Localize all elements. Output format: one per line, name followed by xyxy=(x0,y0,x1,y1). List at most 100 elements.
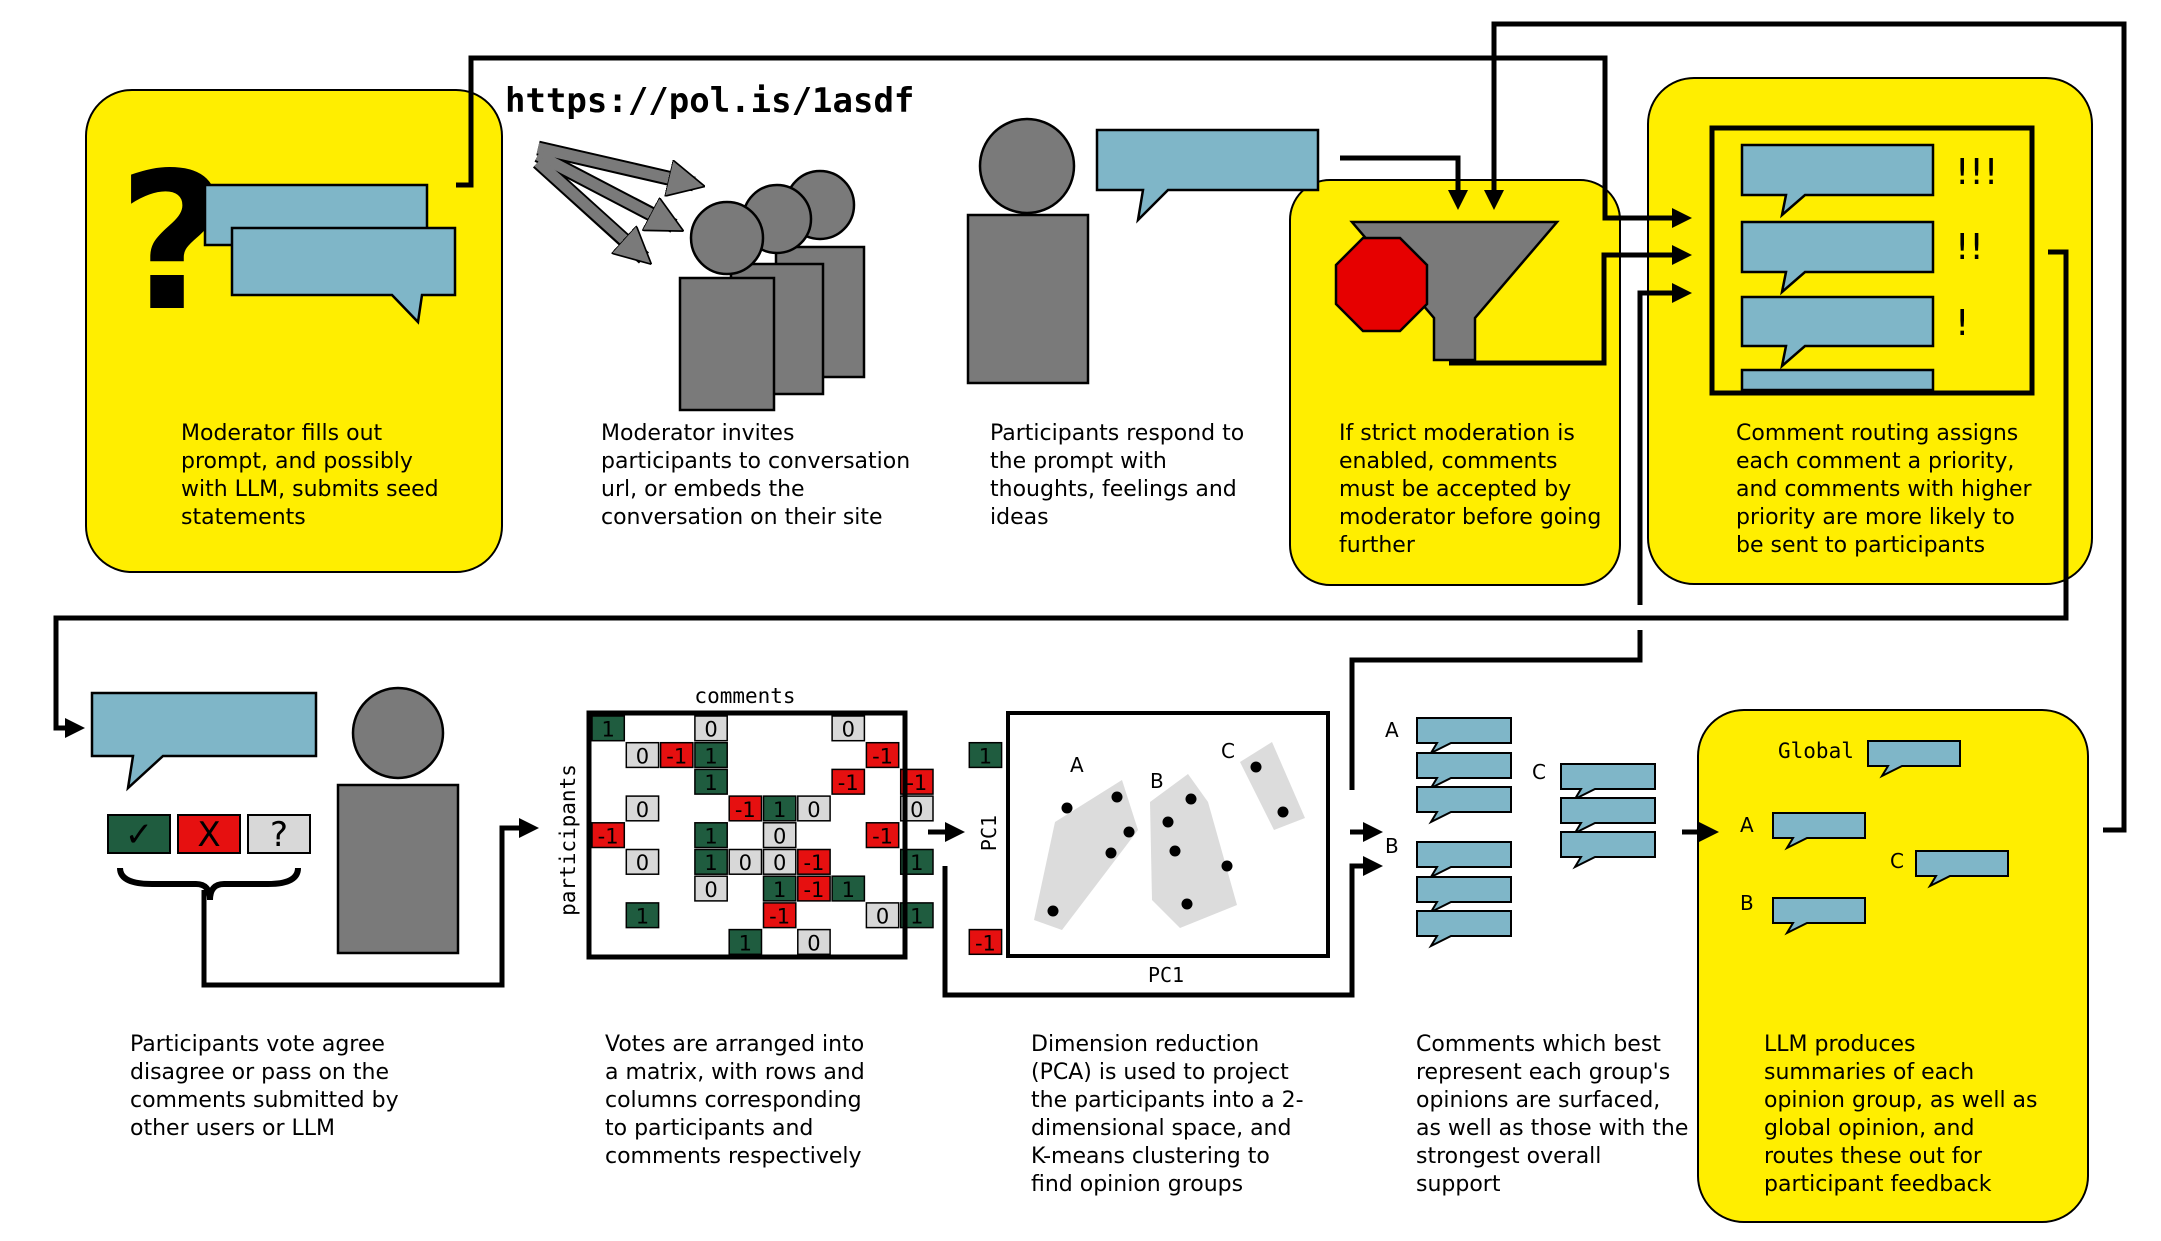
surfaced-bubble-a xyxy=(1416,752,1512,791)
matrix-cell-value: 1 xyxy=(704,771,717,795)
agree-button[interactable]: ✓ xyxy=(107,814,171,855)
caption-line: summaries of each xyxy=(1764,1060,1974,1085)
surfaced-label-a: A xyxy=(1385,718,1399,742)
pca-ylabel: PC1 xyxy=(977,815,1001,851)
caption-line: each comment a priority, xyxy=(1736,449,2014,474)
caption-line: comments respectively xyxy=(605,1144,862,1169)
priority-mark-medium: !! xyxy=(1955,227,1984,268)
vote-matrix xyxy=(586,710,908,960)
matrix-cell xyxy=(762,902,797,929)
flow-lines xyxy=(53,21,2127,998)
caption-line: comments submitted by xyxy=(130,1088,399,1113)
matrix-cell-value: 0 xyxy=(704,718,717,742)
pca-point xyxy=(1181,898,1193,910)
caption-line: opinions are surfaced, xyxy=(1416,1088,1660,1113)
pca-point xyxy=(1061,802,1073,814)
matrix-cell xyxy=(625,795,660,822)
surfaced-bubble-c xyxy=(1560,763,1656,802)
matrix-cell-value: -1 xyxy=(872,825,893,849)
pca-point xyxy=(1221,860,1233,872)
caption-line: other users or LLM xyxy=(130,1116,335,1141)
voting-participant-icon xyxy=(336,686,460,955)
matrix-cell-value: 1 xyxy=(979,744,992,768)
surfaced-bubble-b xyxy=(1416,876,1512,915)
matrix-cell xyxy=(797,875,831,902)
caption-line: Comment routing assigns xyxy=(1736,421,2018,446)
summary-global-label: Global xyxy=(1778,739,1854,763)
matrix-cell xyxy=(831,768,866,795)
matrix-cell-value: -1 xyxy=(803,851,824,875)
caption-line: LLM produces xyxy=(1764,1032,1915,1057)
caption-line: support xyxy=(1416,1172,1501,1197)
surfaced-bubble-b xyxy=(1416,841,1512,880)
matrix-cell xyxy=(694,875,728,902)
pca-point xyxy=(1111,791,1123,803)
summary-label-c: C xyxy=(1890,849,1904,873)
matrix-cell xyxy=(694,715,728,742)
checkmark-icon: ✓ xyxy=(125,815,154,855)
matrix-cell-value: 0 xyxy=(876,905,889,929)
stop-sign-icon xyxy=(1334,236,1429,333)
matrix-cell xyxy=(968,928,1003,956)
matrix-cell xyxy=(728,795,763,822)
matrix-cell xyxy=(762,822,797,849)
caption-line: Participants vote agree xyxy=(130,1032,385,1057)
vote-brace xyxy=(117,867,301,901)
surfaced-comments xyxy=(1416,717,1656,949)
pca-point xyxy=(1047,905,1059,917)
matrix-cell-value: -1 xyxy=(803,878,824,902)
caption-line: moderator before going xyxy=(1339,505,1601,530)
caption-line: global opinion, and xyxy=(1764,1116,1974,1141)
matrix-cell xyxy=(762,795,797,822)
matrix-cell-value: 1 xyxy=(773,878,786,902)
priority-bubble-medium xyxy=(1740,220,1935,296)
caption-llm: LLM produces summaries of each opinion gro… xyxy=(1764,1032,2038,1197)
matrix-ylabel: participants xyxy=(556,764,580,916)
matrix-cell-value: 0 xyxy=(704,878,717,902)
responding-participant-icon xyxy=(966,117,1090,385)
matrix-cell xyxy=(625,848,660,875)
summary-bubbles xyxy=(1772,740,2009,936)
matrix-cell xyxy=(865,902,900,929)
matrix-cell-value: 0 xyxy=(773,825,786,849)
caption-line: enabled, comments xyxy=(1339,449,1558,474)
caption-line: Moderator invites xyxy=(601,421,794,446)
pca-plot xyxy=(1006,711,1330,958)
matrix-cell xyxy=(762,848,797,875)
matrix-cell-value: -1 xyxy=(735,798,756,822)
caption-line: find opinion groups xyxy=(1031,1172,1243,1197)
matrix-title: comments xyxy=(694,684,795,708)
caption-line: (PCA) is used to project xyxy=(1031,1060,1289,1085)
matrix-cell-value: 1 xyxy=(773,798,786,822)
seed-bubble-front xyxy=(230,226,457,325)
caption-routing: Comment routing assigns each comment a pr… xyxy=(1736,421,2033,558)
surfaced-bubble-c xyxy=(1560,831,1656,870)
matrix-cell xyxy=(797,795,831,822)
caption-line: opinion group, as well as xyxy=(1764,1088,2038,1113)
matrix-cell-value: 1 xyxy=(636,905,649,929)
caption-line: Participants respond to xyxy=(990,421,1244,446)
priority-mark-low: ! xyxy=(1955,303,1969,344)
matrix-cell-value: 1 xyxy=(704,744,717,768)
matrix-cell-value: 0 xyxy=(636,851,649,875)
matrix-cell xyxy=(728,848,763,875)
matrix-cell-value: 0 xyxy=(842,718,855,742)
pca-point xyxy=(1250,761,1262,773)
matrix-cell-value: -1 xyxy=(838,771,859,795)
pca-point xyxy=(1277,806,1289,818)
caption-line: participant feedback xyxy=(1764,1172,1992,1197)
caption-line: strongest overall xyxy=(1416,1144,1601,1169)
matrix-cell xyxy=(797,848,831,875)
summary-label-a: A xyxy=(1740,813,1754,837)
pass-button[interactable]: ? xyxy=(247,814,311,855)
matrix-cell xyxy=(694,822,728,849)
conversation-url: https://pol.is/1asdf xyxy=(505,81,914,121)
caption-line: disagree or pass on the xyxy=(130,1060,389,1085)
matrix-cell xyxy=(694,768,728,795)
disagree-button[interactable]: X xyxy=(177,814,241,855)
